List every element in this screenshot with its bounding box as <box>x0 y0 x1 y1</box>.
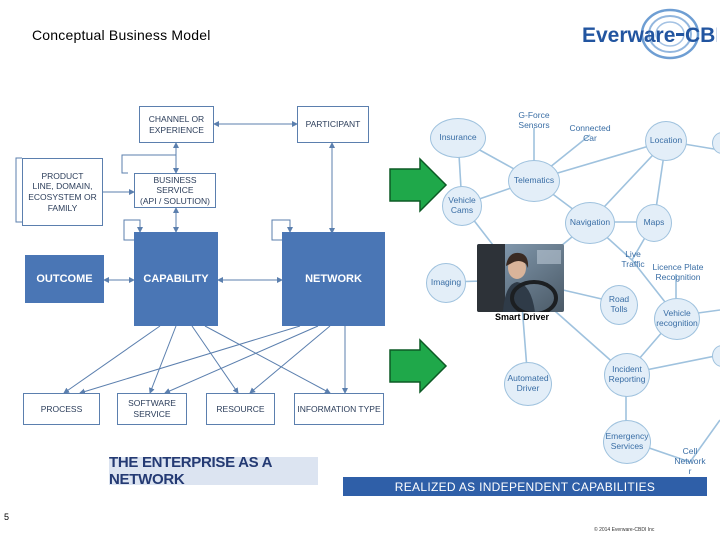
business-service-box: BUSINESS SERVICE (API / SOLUTION) <box>134 173 216 208</box>
green-arrow-top-icon <box>389 157 448 213</box>
green-arrow-bottom-icon <box>389 338 448 394</box>
page-number: 5 <box>4 512 10 522</box>
network-box: NETWORK <box>282 232 385 326</box>
node-incident-reporting: Incident Reporting <box>604 353 650 397</box>
svg-text:Everware: Everware <box>582 24 675 47</box>
smart-driver-label: Smart Driver <box>494 312 550 322</box>
software-service-box: SOFTWARE SERVICE <box>117 393 187 425</box>
node-vehicle-cams: Vehicle Cams <box>442 186 482 226</box>
process-box: PROCESS <box>23 393 100 425</box>
node-insurance: Insurance <box>430 118 486 158</box>
node-automated-driver: Automated Driver <box>504 362 552 406</box>
node-road-tolls: Road Tolls <box>600 285 638 325</box>
node-live-traffic: Live Traffic <box>621 249 645 269</box>
information-type-box: INFORMATION TYPE <box>294 393 384 425</box>
copyright: © 2014 Everware-CBDI Inc <box>594 527 655 533</box>
channel-box: CHANNEL OR EXPERIENCE <box>139 106 214 143</box>
node-imaging: Imaging <box>426 263 466 303</box>
node-gforce-sensors: G-Force Sensors <box>518 110 550 130</box>
node-cell-network: Cell Network r <box>674 446 706 476</box>
everware-cbdi-logo: Everware CBDI <box>582 8 720 60</box>
node-telematics: Telematics <box>508 160 560 202</box>
product-line-box: PRODUCT LINE, DOMAIN, ECOSYSTEM OR FAMIL… <box>22 158 103 226</box>
realized-label: REALIZED AS INDEPENDENT CAPABILITIES <box>343 477 707 496</box>
node-location: Location <box>645 121 687 161</box>
enterprise-label: THE ENTERPRISE AS A NETWORK <box>109 454 318 488</box>
node-emergency-services: Emergency Services <box>603 420 651 464</box>
svg-text:CBDI: CBDI <box>685 24 717 47</box>
node-maps: Maps <box>636 204 672 242</box>
outcome-box: OUTCOME <box>25 255 104 303</box>
node-licence-plate: Licence Plate Recognition <box>652 262 704 282</box>
node-connected-car: Connected Car <box>569 123 611 143</box>
node-navigation: Navigation <box>565 202 615 244</box>
participant-box: PARTICIPANT <box>297 106 369 143</box>
resource-box: RESOURCE <box>206 393 275 425</box>
capability-box: CAPABILITY <box>134 232 218 326</box>
node-vehicle-recognition: Vehicle recognition <box>654 298 700 340</box>
smart-driver-photo <box>477 244 564 312</box>
slide-title: Conceptual Business Model <box>32 27 211 43</box>
